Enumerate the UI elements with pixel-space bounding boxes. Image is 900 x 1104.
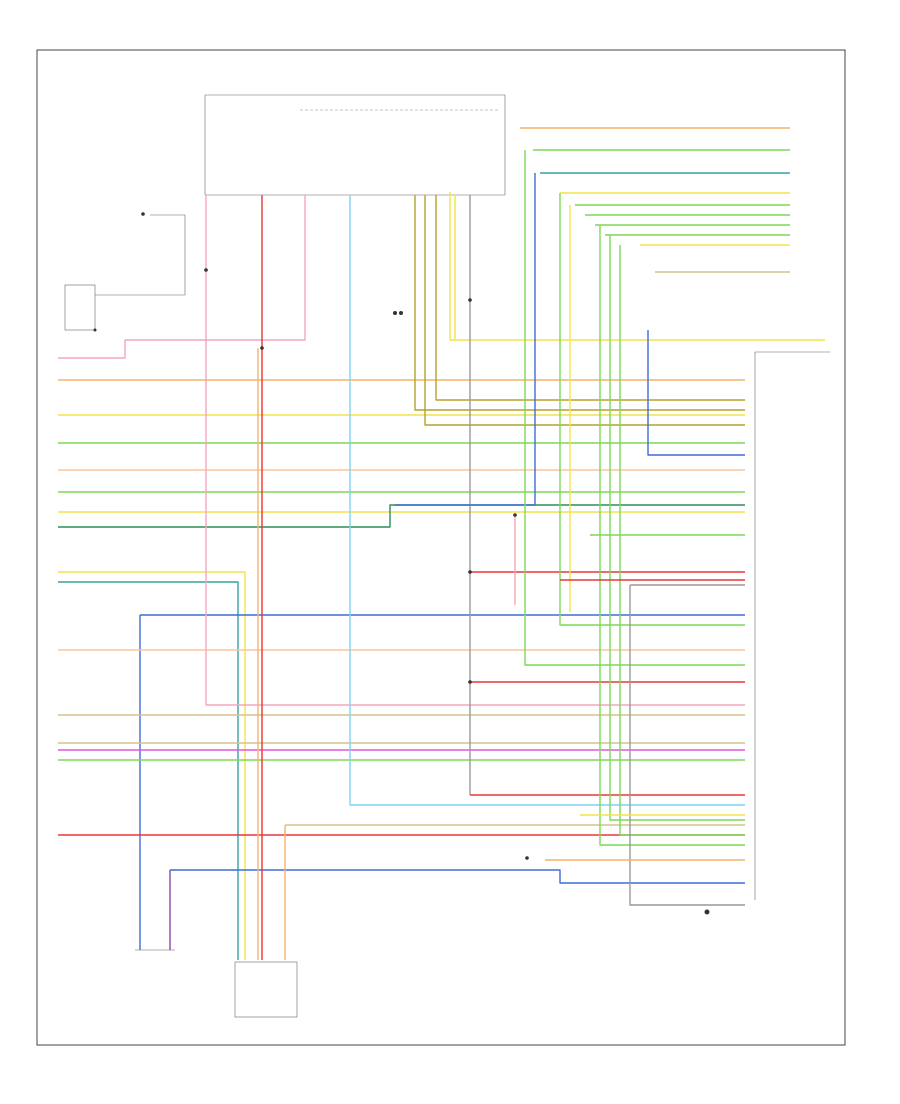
wire-pink-31 [205,195,745,706]
wire-green-48 [559,193,745,626]
left-ground-block [64,214,186,331]
connector-icon [93,212,529,860]
wire-blue-54 [647,330,745,456]
wire-blue-30 [170,869,745,884]
wire-lightblue-34 [349,195,745,806]
wire-gray-56 [629,585,745,906]
wire-olive-39 [435,195,745,401]
wire-green-50 [599,225,745,846]
bottom-center-connector [234,961,298,1018]
power-distribution-center [204,94,506,196]
wire-green-51 [609,235,745,821]
wire-green-52 [619,245,745,836]
wire-layer [58,127,825,960]
diagram-border [36,49,846,1046]
ground-icon [393,311,710,915]
wire-olive-37 [414,195,745,411]
bottom-connectors [135,949,298,1018]
left-connector [64,284,96,331]
wire-darkgreen-18 [58,504,745,528]
wire-blue-46 [395,173,536,506]
wire-olive-38 [424,195,745,426]
wire-green-47 [524,150,745,666]
wire-pink-11 [58,195,306,359]
wire-teal-20 [58,581,239,960]
splice-icon [204,268,517,684]
wire-yellow-19 [58,571,246,960]
engine-control-module [754,351,830,900]
